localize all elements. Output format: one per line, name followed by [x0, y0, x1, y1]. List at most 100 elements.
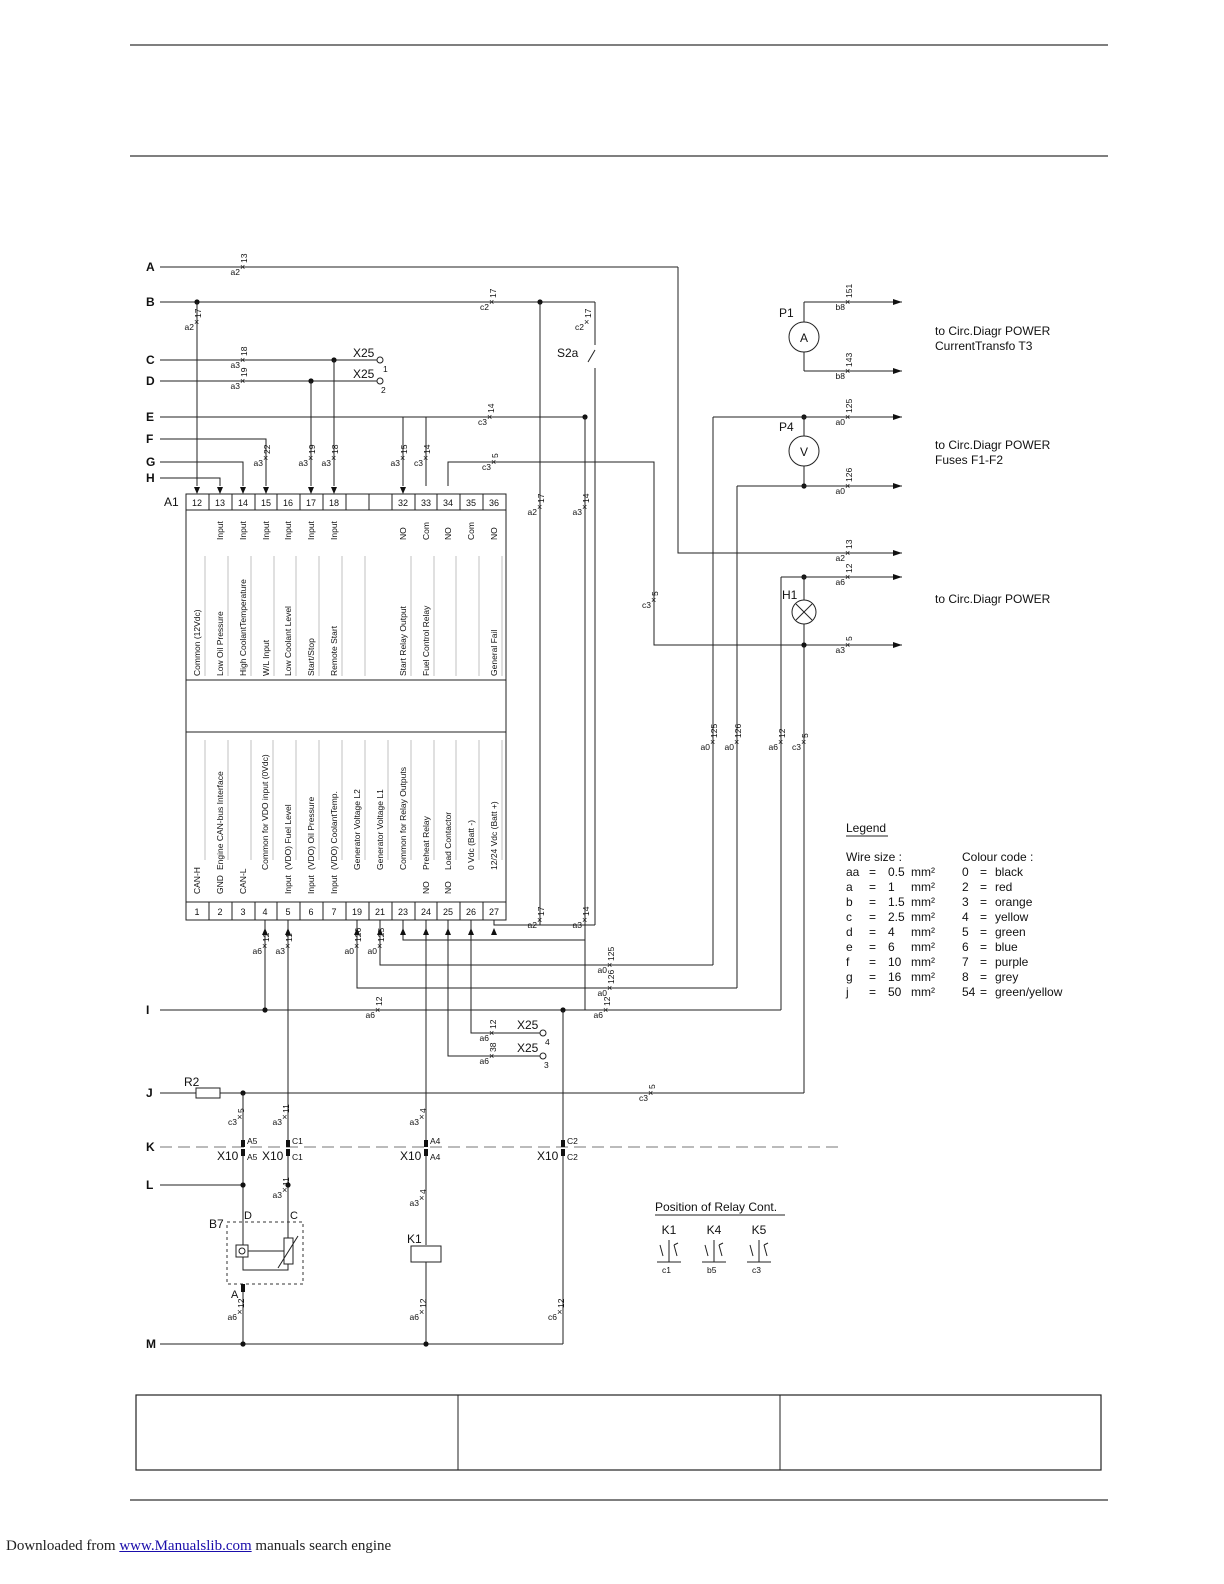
x10-pin-bottom	[424, 1149, 428, 1156]
bottom-terminal-label: Engine CAN-bus Interface	[215, 771, 225, 870]
wire-cross: ×	[710, 737, 715, 747]
colour-name: black	[995, 865, 1024, 879]
bottom-terminal-label: Load Contactor	[443, 812, 453, 870]
wire-cross: ×	[537, 502, 542, 512]
colour-code: 5	[962, 925, 969, 939]
top-terminal-label: Remote Start	[329, 625, 339, 676]
wire-cross: ×	[845, 366, 850, 376]
wire-size-unit: mm²	[911, 880, 935, 894]
legend-equals: =	[869, 925, 876, 939]
bottom-terminal-number: 27	[489, 907, 499, 917]
bottom-terminal-label: 0 Vdc (Batt -)	[466, 820, 476, 870]
colour-name: blue	[995, 940, 1018, 954]
legend-equals: =	[869, 955, 876, 969]
wire-cross: ×	[240, 355, 245, 365]
wire-size-code: e	[846, 940, 853, 954]
bottom-terminal-label: (VDO) Oil Pressure	[306, 797, 316, 870]
wire-cross: ×	[537, 915, 542, 925]
bottom-terminal-label: Common for Relay Outputs	[398, 767, 408, 870]
legend-equals: =	[980, 910, 987, 924]
wire-number: 17	[583, 308, 593, 318]
legend-equals: =	[980, 895, 987, 909]
wire-size-code: a0	[598, 988, 608, 998]
wire-size-code: a3	[573, 507, 583, 517]
junction-dot	[423, 1341, 429, 1347]
target-label: CurrentTransfo T3	[935, 339, 1033, 353]
wire-number: 4	[418, 1108, 428, 1113]
wire-cross: ×	[263, 453, 268, 463]
p4-label: P4	[779, 420, 794, 434]
arrow-head	[194, 487, 200, 494]
top-terminal-label: Common (12Vdc)	[192, 609, 202, 676]
wire-cross: ×	[584, 317, 589, 327]
wire-size-code: a0	[345, 946, 355, 956]
wire-size-code: a0	[368, 946, 378, 956]
x25-terminal-2	[376, 377, 384, 385]
colour-name: green/yellow	[995, 985, 1063, 999]
bottom-terminal-number: 4	[262, 907, 267, 917]
top-terminal-number: 18	[329, 498, 339, 508]
wire-size-unit: mm²	[911, 925, 935, 939]
arrow-head	[893, 574, 902, 580]
x10-pin-bottom	[561, 1149, 565, 1156]
wire-number: 18	[239, 346, 249, 356]
wire-size-code: c3	[482, 462, 491, 472]
bottom-terminal-number: 23	[398, 907, 408, 917]
legend-equals: =	[980, 880, 987, 894]
wire-cross: ×	[607, 960, 612, 970]
wire-cross: ×	[375, 1005, 380, 1015]
wire-size-value: 1.5	[888, 895, 905, 909]
wire-size-code: a3	[410, 1198, 420, 1208]
wire-number: 12	[556, 1298, 566, 1308]
target-label: to Circ.Diagr POWER	[935, 324, 1051, 338]
x10-pin-label: A4	[430, 1136, 441, 1146]
wire-a-out	[677, 267, 902, 554]
bus-label: F	[146, 432, 153, 446]
wire-size-code: a6	[253, 946, 263, 956]
top-terminal-label: General Fail	[489, 630, 499, 676]
wire-size-code: c3	[792, 742, 801, 752]
bottom-terminal-type: NO	[421, 881, 431, 894]
arrow-head	[893, 414, 902, 420]
colour-code: 3	[962, 895, 969, 909]
p1-symbol: A	[800, 331, 808, 345]
arrow-head	[217, 487, 223, 494]
top-terminal-type: Input	[261, 520, 271, 540]
wire-cross: ×	[419, 1112, 424, 1122]
top-terminal-label: Fuel Control Relay	[421, 605, 431, 676]
wire-size-code: c6	[548, 1312, 557, 1322]
arrow-head	[893, 299, 902, 305]
wire-cross: ×	[603, 1005, 608, 1015]
bottom-terminal-label: (VDO) CoolantTemp.	[329, 791, 339, 870]
wire-size-code: d	[846, 925, 853, 939]
wire-cross: ×	[237, 1307, 242, 1317]
colour-code: 54	[962, 985, 976, 999]
bottom-terminal-type: Input	[306, 874, 316, 894]
wire-cross: ×	[778, 737, 783, 747]
bottom-terminal-number: 26	[466, 907, 476, 917]
wire-g-14	[160, 461, 244, 486]
top-terminal-number: 15	[261, 498, 271, 508]
x10-pin-bottom	[286, 1149, 290, 1156]
wire-size-code: c3	[639, 1093, 648, 1103]
legend-equals: =	[869, 910, 876, 924]
wire-number: 18	[330, 444, 340, 454]
bottom-terminal-type: NO	[443, 881, 453, 894]
x25-label: X25	[517, 1041, 539, 1055]
arrow-head	[491, 928, 497, 935]
wire-size-code: a0	[836, 417, 846, 427]
top-terminal-type: NO	[443, 527, 453, 540]
wire-size-code: a2	[836, 553, 846, 563]
footer-link[interactable]: www.Manualslib.com	[119, 1538, 252, 1554]
wire-size-code: a6	[836, 577, 846, 587]
wire-number: 126	[353, 928, 363, 942]
wire-cross: ×	[400, 453, 405, 463]
wire-size-unit: mm²	[911, 910, 935, 924]
wire-size-code: a3	[254, 458, 264, 468]
wire-number: 11	[281, 1177, 291, 1186]
colour-name: orange	[995, 895, 1033, 909]
wire-number: 14	[486, 403, 496, 413]
wire-size-code: c	[846, 910, 852, 924]
x25-label: X25	[353, 346, 375, 360]
